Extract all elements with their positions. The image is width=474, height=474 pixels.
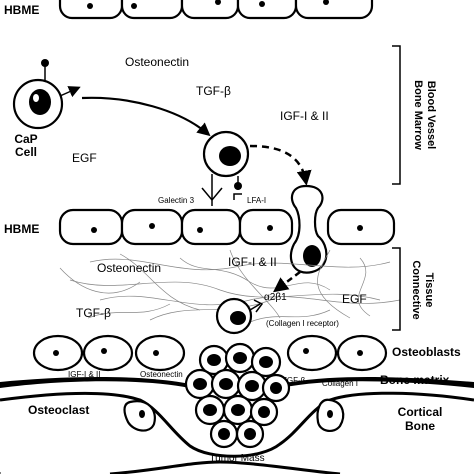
osteoclast-left (123, 400, 156, 432)
cortical-label-line1: Cortical (398, 405, 443, 419)
osteoclast-right (316, 398, 345, 432)
tgf-beta-mid-label: TGF-β (76, 306, 111, 320)
tumor-mass (184, 342, 291, 449)
connective-label-line1: Connective (410, 260, 422, 319)
osteoblast-row (32, 334, 388, 372)
connective-label-line2: Tissue (423, 273, 435, 308)
collagen-low-label: Collagen I (322, 379, 358, 388)
migrating-tumor-cell (215, 271, 301, 335)
galectin-label: Galectin 3 (158, 196, 195, 205)
egf-mid-label: EGF (342, 292, 367, 306)
bone-matrix-label: Bone matrix (380, 373, 450, 387)
egf-top-label: EGF (72, 151, 97, 165)
osteoclast-label: Osteoclast (28, 403, 89, 417)
tgf-beta-low-label: TGF-β (282, 376, 306, 385)
bone-matrix-curves (0, 377, 474, 474)
hbme-mid-label: HBME (4, 222, 39, 236)
osteoblasts-label: Osteoblasts (392, 345, 461, 359)
integrin-label: α2β1 (264, 292, 287, 303)
hbme-top-cell-row (58, 0, 374, 20)
lfa-label: LFA-I (247, 196, 266, 205)
igf-low-label: IGF-I & II (68, 370, 100, 379)
hbme-top-label: HBME (4, 3, 39, 17)
extravasating-cell (289, 184, 328, 274)
igf-mid-label: IGF-I & II (228, 255, 277, 269)
cap-label-line2: Cell (15, 145, 37, 159)
migration-arrow (81, 96, 211, 137)
tumor-mass-label: Tumor Mass (209, 453, 264, 464)
osteonectin-low-label: Osteonectin (140, 370, 183, 379)
tgf-beta-top-label: TGF-β (196, 84, 231, 98)
collagen-receptor-label: (Collagen I receptor) (266, 319, 339, 328)
connective-tissue-bracket: Connective Tissue (392, 247, 435, 331)
cap-label-line1: CaP (14, 132, 37, 146)
blood-vessel-label-line1: Bone Marrow (412, 80, 424, 150)
igf-top-label: IGF-I & II (280, 109, 329, 123)
extravasation-arrow (249, 144, 312, 186)
blood-vessel-label-line2: Blood Vessel (425, 81, 437, 149)
osteonectin-top-label: Osteonectin (125, 55, 189, 69)
blood-vessel-bracket: Bone Marrow Blood Vessel (392, 45, 437, 185)
adhering-tumor-cell (201, 130, 250, 206)
hbme-mid-cell-row (58, 208, 396, 246)
cortical-label-line2: Bone (405, 419, 435, 433)
cap-cell (12, 59, 81, 130)
collagen-fibers (59, 249, 401, 323)
osteonectin-mid-label: Osteonectin (97, 261, 161, 275)
